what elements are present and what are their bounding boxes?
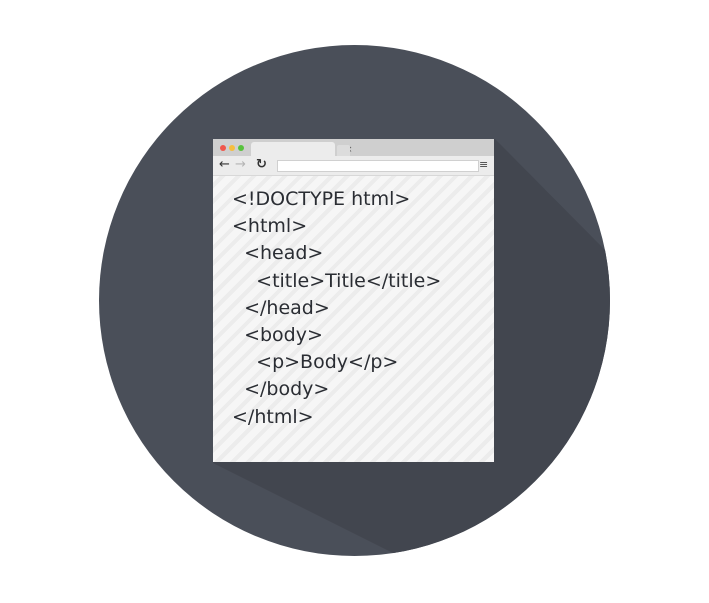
back-arrow-icon[interactable]: ← [219, 157, 230, 172]
maximize-window-dot[interactable] [238, 145, 244, 151]
minimize-window-dot[interactable] [229, 145, 235, 151]
browser-tab[interactable]: × [251, 142, 353, 156]
html-code-block: <!DOCTYPE html> <html> <head> <title>Tit… [232, 186, 441, 431]
browser-window: × ← → ↻ ≡ <!DOCTYPE html> <html> <head> … [213, 139, 494, 462]
code-line: </body> [232, 378, 330, 401]
code-line: <p>Body</p> [232, 351, 399, 374]
reload-icon[interactable]: ↻ [256, 157, 267, 172]
code-line: <!DOCTYPE html> [232, 188, 411, 210]
forward-arrow-icon[interactable]: → [235, 157, 246, 172]
code-line: <head> [232, 242, 324, 265]
code-line: </head> [232, 296, 330, 319]
new-tab-button[interactable] [337, 145, 350, 156]
code-line: </html> [232, 405, 314, 428]
code-line: <body> [232, 324, 323, 347]
page-viewport: <!DOCTYPE html> <html> <head> <title>Tit… [213, 176, 494, 462]
tab-bar: × [213, 139, 494, 156]
code-line: <html> [232, 215, 308, 238]
code-line: <title>Title</title> [232, 269, 442, 292]
close-window-dot[interactable] [220, 145, 226, 151]
menu-icon[interactable]: ≡ [479, 158, 489, 171]
address-bar[interactable] [277, 160, 479, 172]
browser-toolbar: ← → ↻ ≡ [213, 156, 494, 176]
